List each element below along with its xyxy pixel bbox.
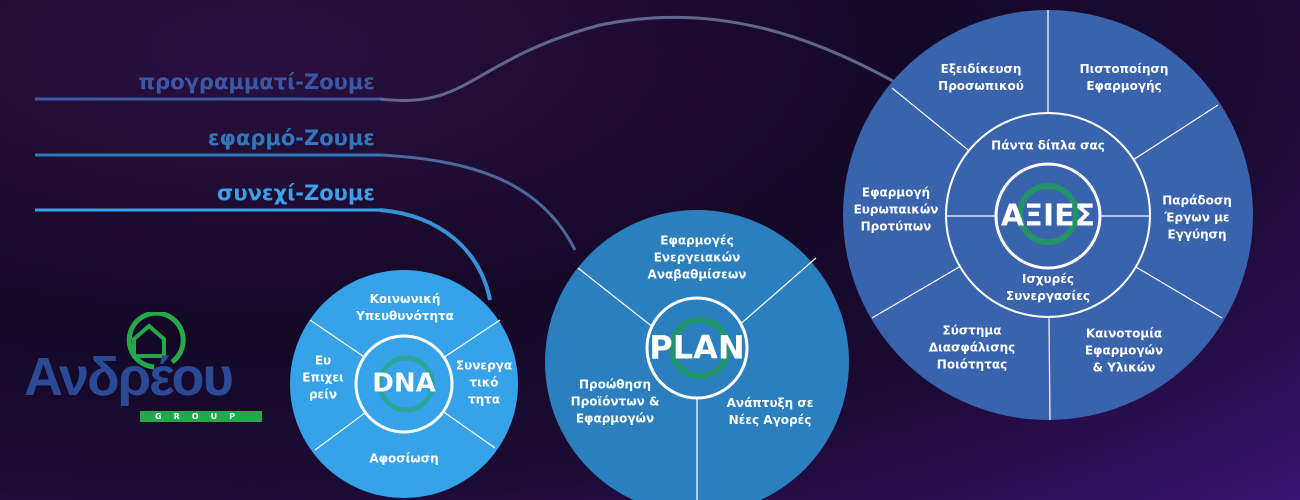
logo-house-icon: [126, 310, 186, 370]
axies-center-label: ΑΞΙΕΣ: [1000, 198, 1096, 234]
axies-segment: Σύστημα Διασφάλισης Ποιότητας: [928, 323, 1016, 372]
connector-dna: [379, 208, 492, 301]
dna-circle: [290, 270, 518, 498]
andreou-group-logo: Ανδρέου GROUP: [22, 310, 267, 427]
plan-segment: Εφαρμογές Ενεργειακών Αναβαθμίσεων: [647, 233, 747, 282]
plan-center-label: PLAN: [649, 328, 745, 367]
axies-segment: Παράδοση Έργων με Εγγύηση: [1162, 193, 1232, 242]
dna-segment: Αφοσίωση: [369, 451, 439, 466]
tagline-synechizoume: συνεχί-Ζουμε: [217, 181, 375, 205]
axies-segment: Εξειδίκευση Προσωπικού: [938, 62, 1024, 93]
dna-segment: Κοινωνική Υπευθυνότητα: [356, 292, 454, 323]
axies-segment: Καινοτομία Εφαρμογών & Υλικών: [1084, 326, 1164, 375]
plan-circle: [545, 210, 849, 500]
connector-axies: [379, 15, 901, 102]
axies-segment: Πιστοποίηση Εφαρμογής: [1079, 62, 1169, 93]
plan-segment: Προώθηση Προϊόντων & Εφαρμογών: [570, 377, 660, 426]
plan-segment: Ανάπτυξη σε Νέες Αγορές: [726, 396, 814, 427]
axies-circle: [843, 10, 1253, 421]
tagline-programmatizoume: προγραμματί-Ζουμε: [138, 70, 375, 94]
axies-segment: Εφαρμογή Ευρωπαικών Προτύπων: [853, 185, 939, 234]
logo-name: Ανδρέου: [24, 347, 234, 407]
dna-center-label: DNA: [372, 368, 436, 399]
tagline-efarmozoume: εφαρμό-Ζουμε: [207, 126, 375, 150]
axies-inner-top: Πάντα δίπλα σας: [991, 138, 1105, 153]
axies-inner-bottom: Ισχυρές Συνεργασίες: [1006, 272, 1090, 303]
dna-segment: Ευ Επιχει ρείν: [302, 353, 344, 402]
dna-segment: Συνεργα τικό τητα: [455, 358, 513, 407]
logo-sub: GROUP: [140, 411, 262, 422]
connector-plan: [379, 153, 577, 251]
